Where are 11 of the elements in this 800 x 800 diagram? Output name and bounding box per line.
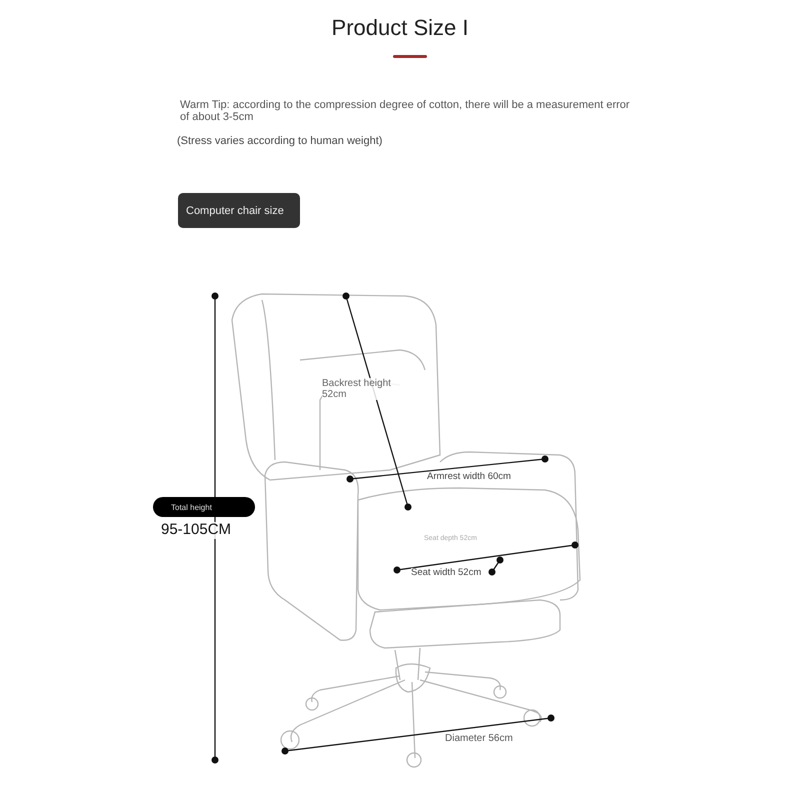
box-label: Total height: [171, 502, 212, 512]
total-height-pill: [153, 497, 255, 517]
box-label: Computer chair size: [186, 204, 284, 216]
section-heading-box: [178, 193, 300, 228]
stress-note: (Stress varies according to human weight): [177, 135, 384, 148]
warm-tip-note: Warm Tip: according to the compression degree of cotton, there will be a measurement error of about 3-5cm: [180, 99, 631, 124]
dimension-label: Seat width 52cm: [411, 568, 482, 578]
height-value: 95-105CM: [161, 522, 232, 538]
title: Product Size I: [330, 15, 470, 41]
dimension-label: Armrest width 60cm: [427, 472, 511, 482]
dimension-label: Diameter 56cm: [445, 733, 513, 744]
